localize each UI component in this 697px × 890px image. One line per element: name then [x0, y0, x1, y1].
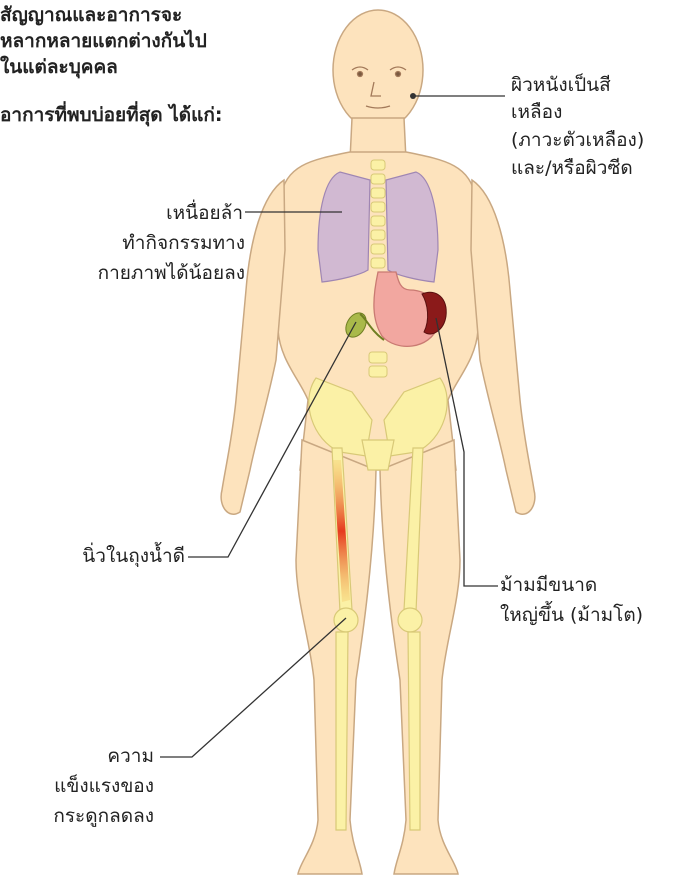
bone-label-2: แข็งแรงของ: [54, 773, 154, 799]
gallstones-label: นิ่วในถุงน้ำดี: [82, 543, 185, 569]
bone-label-3: กระดูกลดลง: [53, 803, 154, 829]
fatigue-label-1: เหนื่อยล้า: [166, 200, 243, 226]
spleen-label-1: ม้ามมีขนาด: [500, 572, 597, 598]
skin-label-4: และ/หรือผิวซีด: [511, 155, 633, 181]
intro-line-1: สัญญาณและอาการจะ: [0, 2, 182, 28]
fatigue-label-2: ทำกิจกรรมทาง: [122, 230, 245, 256]
fatigue-label-3: กายภาพได้น้อยลง: [98, 260, 245, 286]
intro-line-2: หลากหลายแตกต่างกันไป: [0, 28, 207, 54]
skin-label-1: ผิวหนังเป็นสี: [511, 72, 611, 98]
leg-bones: [332, 448, 423, 830]
common-symptoms-heading: อาการที่พบบ่อยที่สุด ได้แก่:: [0, 102, 223, 128]
bone-label-1: ความ: [107, 743, 154, 769]
skin-label-2: เหลือง: [511, 99, 562, 125]
spleen-label-2: ใหญ่ขึ้น (ม้ามโต): [500, 602, 643, 628]
intro-line-3: ในแต่ละบุคคล: [0, 54, 118, 80]
skin-pointer-dot: [410, 93, 416, 99]
skin-label-3: (ภาวะตัวเหลือง): [511, 127, 644, 153]
